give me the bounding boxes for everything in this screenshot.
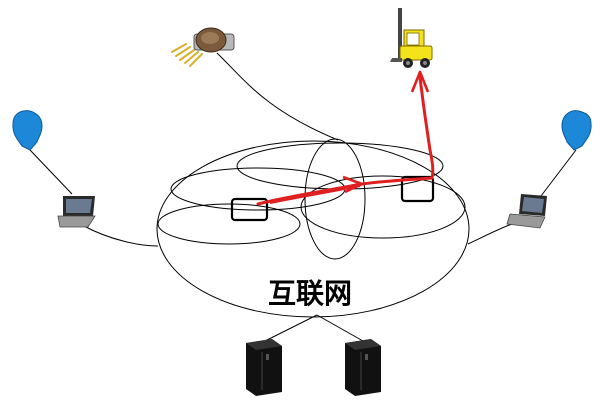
server-left-connection-line — [265, 315, 317, 341]
server-tower-icon — [246, 339, 282, 396]
left-user-head-icon — [13, 111, 42, 150]
ellipse-lower-left — [158, 204, 300, 244]
sensor-connection-line — [217, 53, 338, 140]
route-path — [258, 74, 433, 204]
right-user-head-icon — [562, 111, 591, 150]
left-laptop-connection-line — [84, 226, 158, 246]
internet-label: 互联网 — [268, 277, 352, 310]
server-tower-icon — [345, 339, 381, 396]
left-head-laptop-line — [30, 150, 72, 194]
forklift-icon — [390, 8, 432, 68]
right-laptop-icon — [507, 194, 547, 228]
right-head-laptop-line — [541, 150, 576, 196]
ellipse-right-middle — [301, 176, 465, 238]
server-right-connection-line — [317, 315, 363, 341]
left-laptop-icon — [58, 196, 95, 227]
